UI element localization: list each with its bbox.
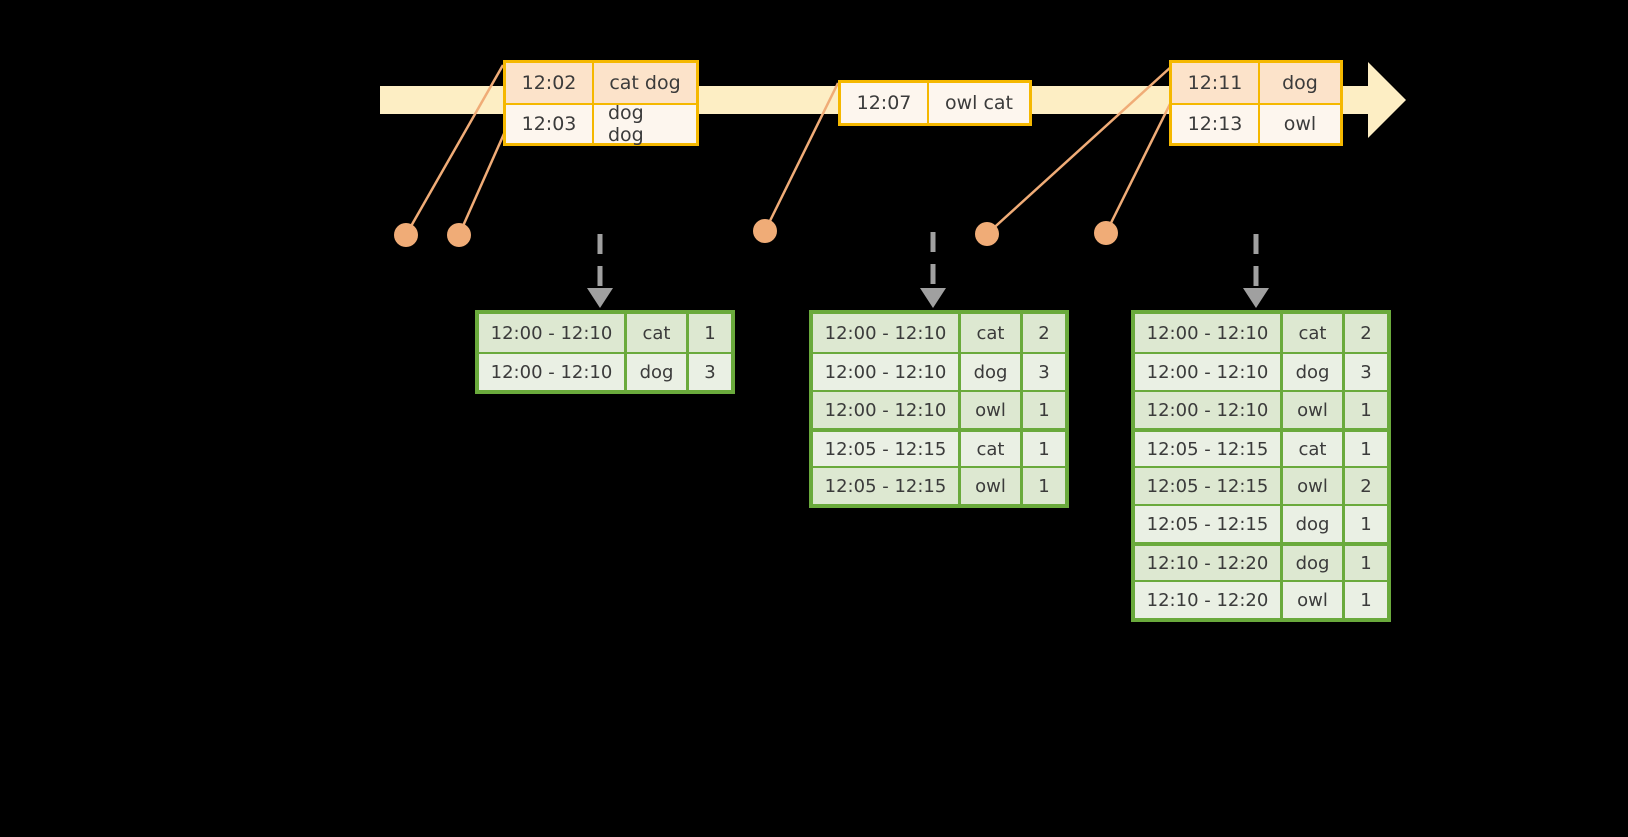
count-cell: 1 <box>1038 438 1050 460</box>
word-cell: owl <box>1283 468 1345 504</box>
window-cell: 12:00 - 12:10 <box>1135 354 1283 390</box>
emit-arrow-1 <box>587 234 613 308</box>
event-time: 12:02 <box>506 63 594 103</box>
word-cell: owl <box>1283 582 1345 618</box>
event-row[interactable]: 12:07 owl cat <box>841 83 1029 123</box>
count-cell: 2 <box>1360 322 1372 344</box>
event-row[interactable]: 12:13 owl <box>1172 103 1340 143</box>
event-time: 12:13 <box>1172 105 1260 143</box>
count-cell: 1 <box>1360 552 1372 574</box>
count-cell: 1 <box>1038 475 1050 497</box>
window-cell: 12:00 - 12:10 <box>479 354 627 390</box>
word-cell: dog <box>1283 506 1345 542</box>
count-cell: 1 <box>1360 513 1372 535</box>
event-time: 12:03 <box>506 105 594 143</box>
word-cell: cat <box>961 432 1023 466</box>
event-words: owl cat <box>944 92 1014 114</box>
window-cell: 12:00 - 12:10 <box>1135 392 1283 428</box>
word-cell: cat <box>961 314 1023 352</box>
event-row[interactable]: 12:11 dog <box>1172 63 1340 103</box>
count-cell: 1 <box>1360 589 1372 611</box>
event-words: owl <box>1283 113 1317 135</box>
arrival-dot-2 <box>447 223 471 247</box>
count-cell: 2 <box>1360 475 1372 497</box>
word-cell: dog <box>1283 354 1345 390</box>
word-cell: owl <box>961 392 1023 428</box>
count-cell: 3 <box>1038 361 1050 383</box>
word-cell: dog <box>1283 546 1345 580</box>
window-cell: 12:10 - 12:20 <box>1135 582 1283 618</box>
count-cell: 1 <box>1360 399 1372 421</box>
event-words: cat dog <box>609 72 681 94</box>
window-cell: 12:05 - 12:15 <box>813 468 961 504</box>
emit-arrow-2 <box>920 232 946 308</box>
emit-arrow-3 <box>1243 234 1269 308</box>
count-cell: 2 <box>1038 322 1050 344</box>
arrival-dot-1 <box>394 223 418 247</box>
event-row[interactable]: 12:02 cat dog <box>506 63 696 103</box>
window-cell: 12:05 - 12:15 <box>1135 432 1283 466</box>
connector-1 <box>404 64 505 236</box>
emit-arrows <box>587 232 1269 308</box>
connector-3 <box>763 82 840 232</box>
arrival-dot-3 <box>753 219 777 243</box>
window-cell: 12:10 - 12:20 <box>1135 546 1283 580</box>
window-cell: 12:05 - 12:15 <box>1135 506 1283 542</box>
arrival-dots <box>394 219 1118 247</box>
word-cell: dog <box>961 354 1023 390</box>
count-cell: 3 <box>1360 361 1372 383</box>
count-cell: 1 <box>1360 438 1372 460</box>
word-cell: owl <box>961 468 1023 504</box>
event-card-1[interactable]: 12:02 cat dog 12:03 dog dog <box>503 60 699 146</box>
event-words: dog <box>1282 72 1318 94</box>
window-cell: 12:00 - 12:10 <box>813 392 961 428</box>
window-cell: 12:00 - 12:10 <box>479 314 627 352</box>
word-cell: cat <box>627 314 689 352</box>
word-cell: cat <box>1283 314 1345 352</box>
window-cell: 12:00 - 12:10 <box>1135 314 1283 352</box>
arrival-dot-4 <box>975 222 999 246</box>
event-card-3[interactable]: 12:11 dog 12:13 owl <box>1169 60 1343 146</box>
arrival-dot-5 <box>1094 221 1118 245</box>
event-time: 12:07 <box>841 83 929 123</box>
word-cell: owl <box>1283 392 1345 428</box>
event-row[interactable]: 12:03 dog dog <box>506 102 696 146</box>
event-words: dog dog <box>608 102 644 146</box>
count-cell: 3 <box>704 361 716 383</box>
word-cell: cat <box>1283 432 1345 466</box>
window-cell: 12:00 - 12:10 <box>813 354 961 390</box>
window-cell: 12:05 - 12:15 <box>813 432 961 466</box>
count-cell: 1 <box>1038 399 1050 421</box>
event-card-2[interactable]: 12:07 owl cat <box>838 80 1032 126</box>
connector-5 <box>1104 99 1174 234</box>
window-cell: 12:05 - 12:15 <box>1135 468 1283 504</box>
word-cell: dog <box>627 354 689 390</box>
count-cell: 1 <box>704 322 716 344</box>
window-cell: 12:00 - 12:10 <box>813 314 961 352</box>
event-time: 12:11 <box>1172 63 1260 103</box>
